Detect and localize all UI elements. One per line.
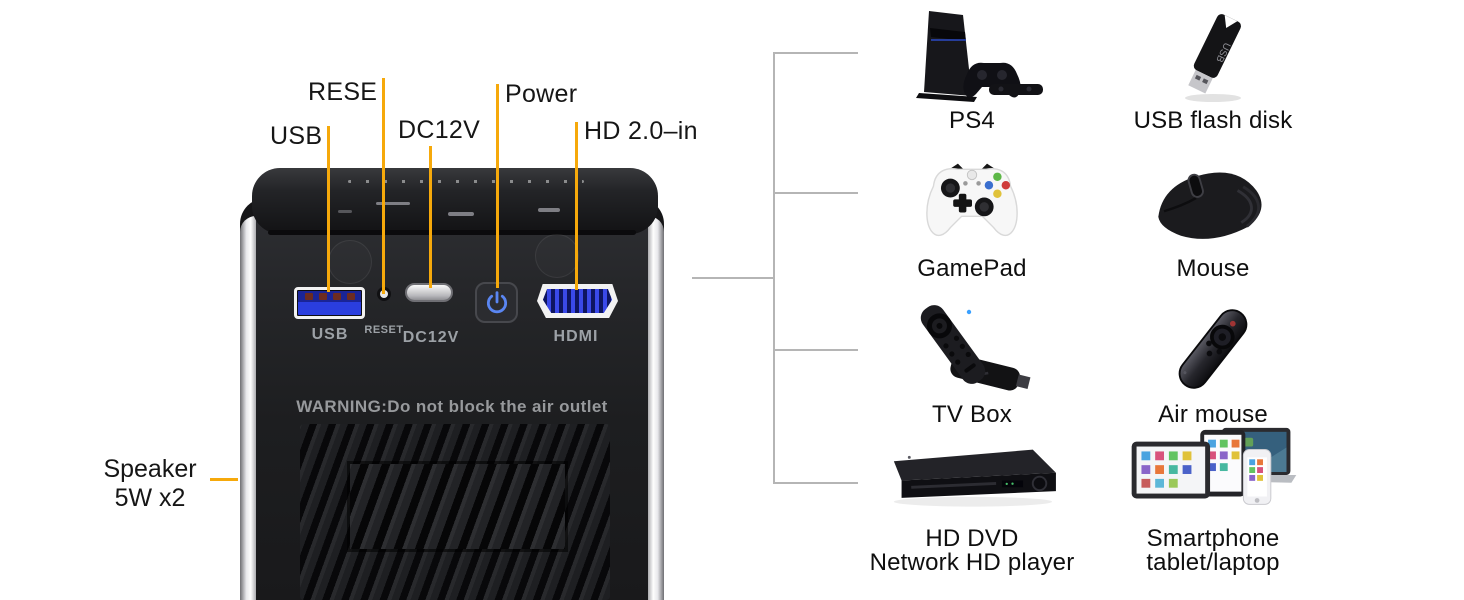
hdmi-port-label: HDMI	[553, 328, 599, 345]
connector-vertical-line	[773, 52, 775, 484]
air-outlet-warning: WARNING:Do not block the air outlet	[296, 397, 608, 416]
lid-seam	[268, 230, 636, 235]
power-icon	[486, 290, 507, 313]
callout-label-power: Power	[505, 80, 578, 108]
reset-pinhole	[380, 290, 388, 298]
lid-deco-dash	[448, 212, 474, 216]
smartphone-tablet-laptop-icon	[1131, 427, 1297, 505]
device-left-silver-edge	[240, 216, 258, 600]
usb-port-connector	[298, 291, 361, 315]
connector-branch-1	[773, 52, 858, 54]
callout-label-reset: RESE	[308, 78, 378, 106]
connector-branch-3	[773, 349, 858, 351]
device-label: Smartphone tablet/laptop	[1146, 525, 1280, 577]
callout-label-hdmi-in: HD 2.0–in	[584, 117, 698, 145]
device-label: Mouse	[1176, 255, 1250, 282]
reset-port-label: RESET	[364, 324, 404, 336]
hd-dvd-player-icon	[893, 449, 1056, 507]
projector-device: USB RESET DC12V HDMI WARNING:Do not bloc…	[238, 168, 666, 600]
device-top-lid	[252, 168, 658, 234]
dc12v-port-label: DC12V	[402, 329, 460, 346]
device-label: Air mouse	[1158, 401, 1268, 428]
compatible-device-gamepad: GamePad	[852, 154, 1092, 281]
callout-line-dc12v	[429, 146, 432, 288]
compatible-device-mouse: Mouse	[1093, 154, 1333, 281]
callout-line-usb	[327, 126, 330, 292]
device-label: USB flash disk	[1133, 107, 1293, 134]
device-label: PS4	[949, 107, 995, 134]
device-label: HD DVD Network HD player	[869, 525, 1075, 577]
callout-line-reset	[382, 78, 385, 294]
air-mouse-icon	[1178, 309, 1248, 389]
device-label: TV Box	[932, 401, 1012, 428]
callout-label-speaker: Speaker 5W x2	[103, 455, 197, 512]
ps4-icon	[916, 11, 1043, 102]
air-outlet-vent	[300, 424, 610, 600]
lid-deco-dash	[376, 202, 410, 205]
callout-line-hdmi-in	[575, 122, 578, 290]
usb-port-label: USB	[311, 326, 349, 343]
compatible-device-usb-flash-disk: USB USB flash disk	[1093, 4, 1333, 133]
lid-deco-dash	[538, 208, 560, 212]
compatible-device-ps4: PS4	[852, 4, 1092, 133]
device-label: GamePad	[917, 255, 1027, 282]
usb-flash-disk-icon: USB	[1185, 14, 1241, 102]
callout-label-usb: USB	[270, 122, 323, 150]
connector-branch-4	[773, 482, 858, 484]
hdmi-port	[537, 284, 618, 318]
callout-line-speaker	[210, 478, 238, 481]
compatible-device-air-mouse: Air mouse	[1093, 294, 1333, 427]
hdmi-port-connector	[543, 289, 612, 313]
mouse-icon	[1158, 172, 1262, 239]
compatible-device-smartphone-tablet-laptop: Smartphone tablet/laptop	[1093, 424, 1333, 576]
connector-branch-2	[773, 192, 858, 194]
connector-left-stem	[692, 277, 774, 279]
panel-circle-indent	[535, 234, 579, 278]
gamepad-icon	[926, 163, 1018, 237]
panel-circle-indent	[328, 240, 372, 284]
compatible-device-tv-box: TV Box	[852, 294, 1092, 427]
air-outlet-vent-inset	[350, 464, 565, 549]
callout-label-dc12v: DC12V	[398, 116, 481, 144]
lid-touch-controls	[348, 180, 584, 183]
callout-line-power	[496, 84, 499, 288]
power-button	[475, 282, 518, 323]
device-right-silver-edge	[646, 216, 664, 600]
tv-box-icon	[920, 305, 1031, 391]
lid-deco-dash	[338, 210, 352, 213]
compatible-device-hd-dvd-player: HD DVD Network HD player	[852, 430, 1092, 576]
